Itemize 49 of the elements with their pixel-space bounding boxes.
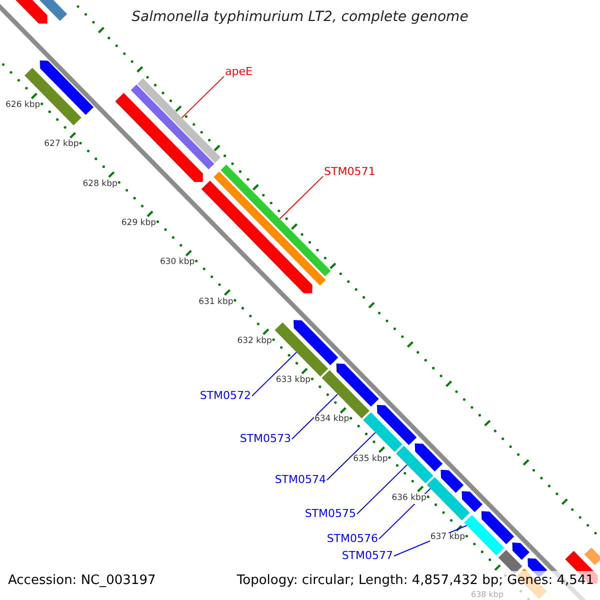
gene-pentagon (294, 320, 338, 366)
gene-label: STM0575 (304, 508, 356, 520)
accession-text: Accession: NC_003197 (8, 574, 156, 589)
tick-label: 628 kbp (82, 180, 118, 190)
tick-label: 631 kbp (198, 298, 234, 308)
tick-label: 632 kbp (237, 336, 272, 347)
gene-pentagon (462, 491, 483, 512)
leader-line (292, 394, 338, 440)
gene-label: STM0572 (200, 390, 251, 402)
gene-pentagon (201, 180, 312, 294)
tick-label: 627 kbp (44, 140, 79, 150)
gene-bar (464, 514, 504, 556)
gene-bar (213, 172, 326, 286)
gene-label: STM0574 (274, 474, 326, 486)
leader-line (356, 464, 408, 514)
gene-bar (396, 446, 434, 484)
gene-pentagon (115, 92, 203, 182)
gene-bar (137, 78, 221, 164)
gene-label: apeE (225, 66, 252, 78)
tick-label: 637 kbp (430, 533, 465, 544)
gene-label: STM0573 (240, 432, 291, 446)
gene-label: STM0576 (326, 532, 378, 546)
gene-bar (24, 68, 82, 126)
gene-pentagon (440, 470, 464, 493)
gene-bar (274, 322, 328, 376)
tick-label: 636 kbp (392, 494, 426, 504)
gene-pentagon (512, 542, 530, 560)
gene-pentagon (481, 511, 514, 544)
tick-label: 629 kbp (121, 218, 156, 229)
gene-pentagon (40, 60, 94, 115)
gene-label: STM0577 (342, 550, 393, 562)
gene-bar (130, 84, 214, 170)
tick-label: 626 kbp (6, 101, 40, 111)
tick-label: 638 kbp (470, 590, 504, 600)
title: Salmonella typhimurium LT2, complete genome (130, 9, 470, 26)
gene-pentagon (336, 364, 379, 407)
leader-line (326, 432, 376, 480)
gene-pentagon (414, 443, 443, 472)
gene-bar (584, 547, 600, 566)
tick-label: 635 kbp (353, 454, 388, 465)
tick-label: 633 kbp (276, 376, 310, 386)
genome-info-text: Topology: circular; Length: 4,857,432 bp; Genes: 4,541 (236, 574, 594, 589)
leader-line (181, 76, 224, 118)
gene-pentagon (376, 404, 417, 446)
gene-label: STM0571 (324, 166, 376, 178)
tick-label: 630 kbp (160, 258, 195, 268)
gene-bar (363, 412, 402, 452)
tick-label: 634 kbp (314, 415, 350, 426)
gene-bar (426, 477, 470, 521)
